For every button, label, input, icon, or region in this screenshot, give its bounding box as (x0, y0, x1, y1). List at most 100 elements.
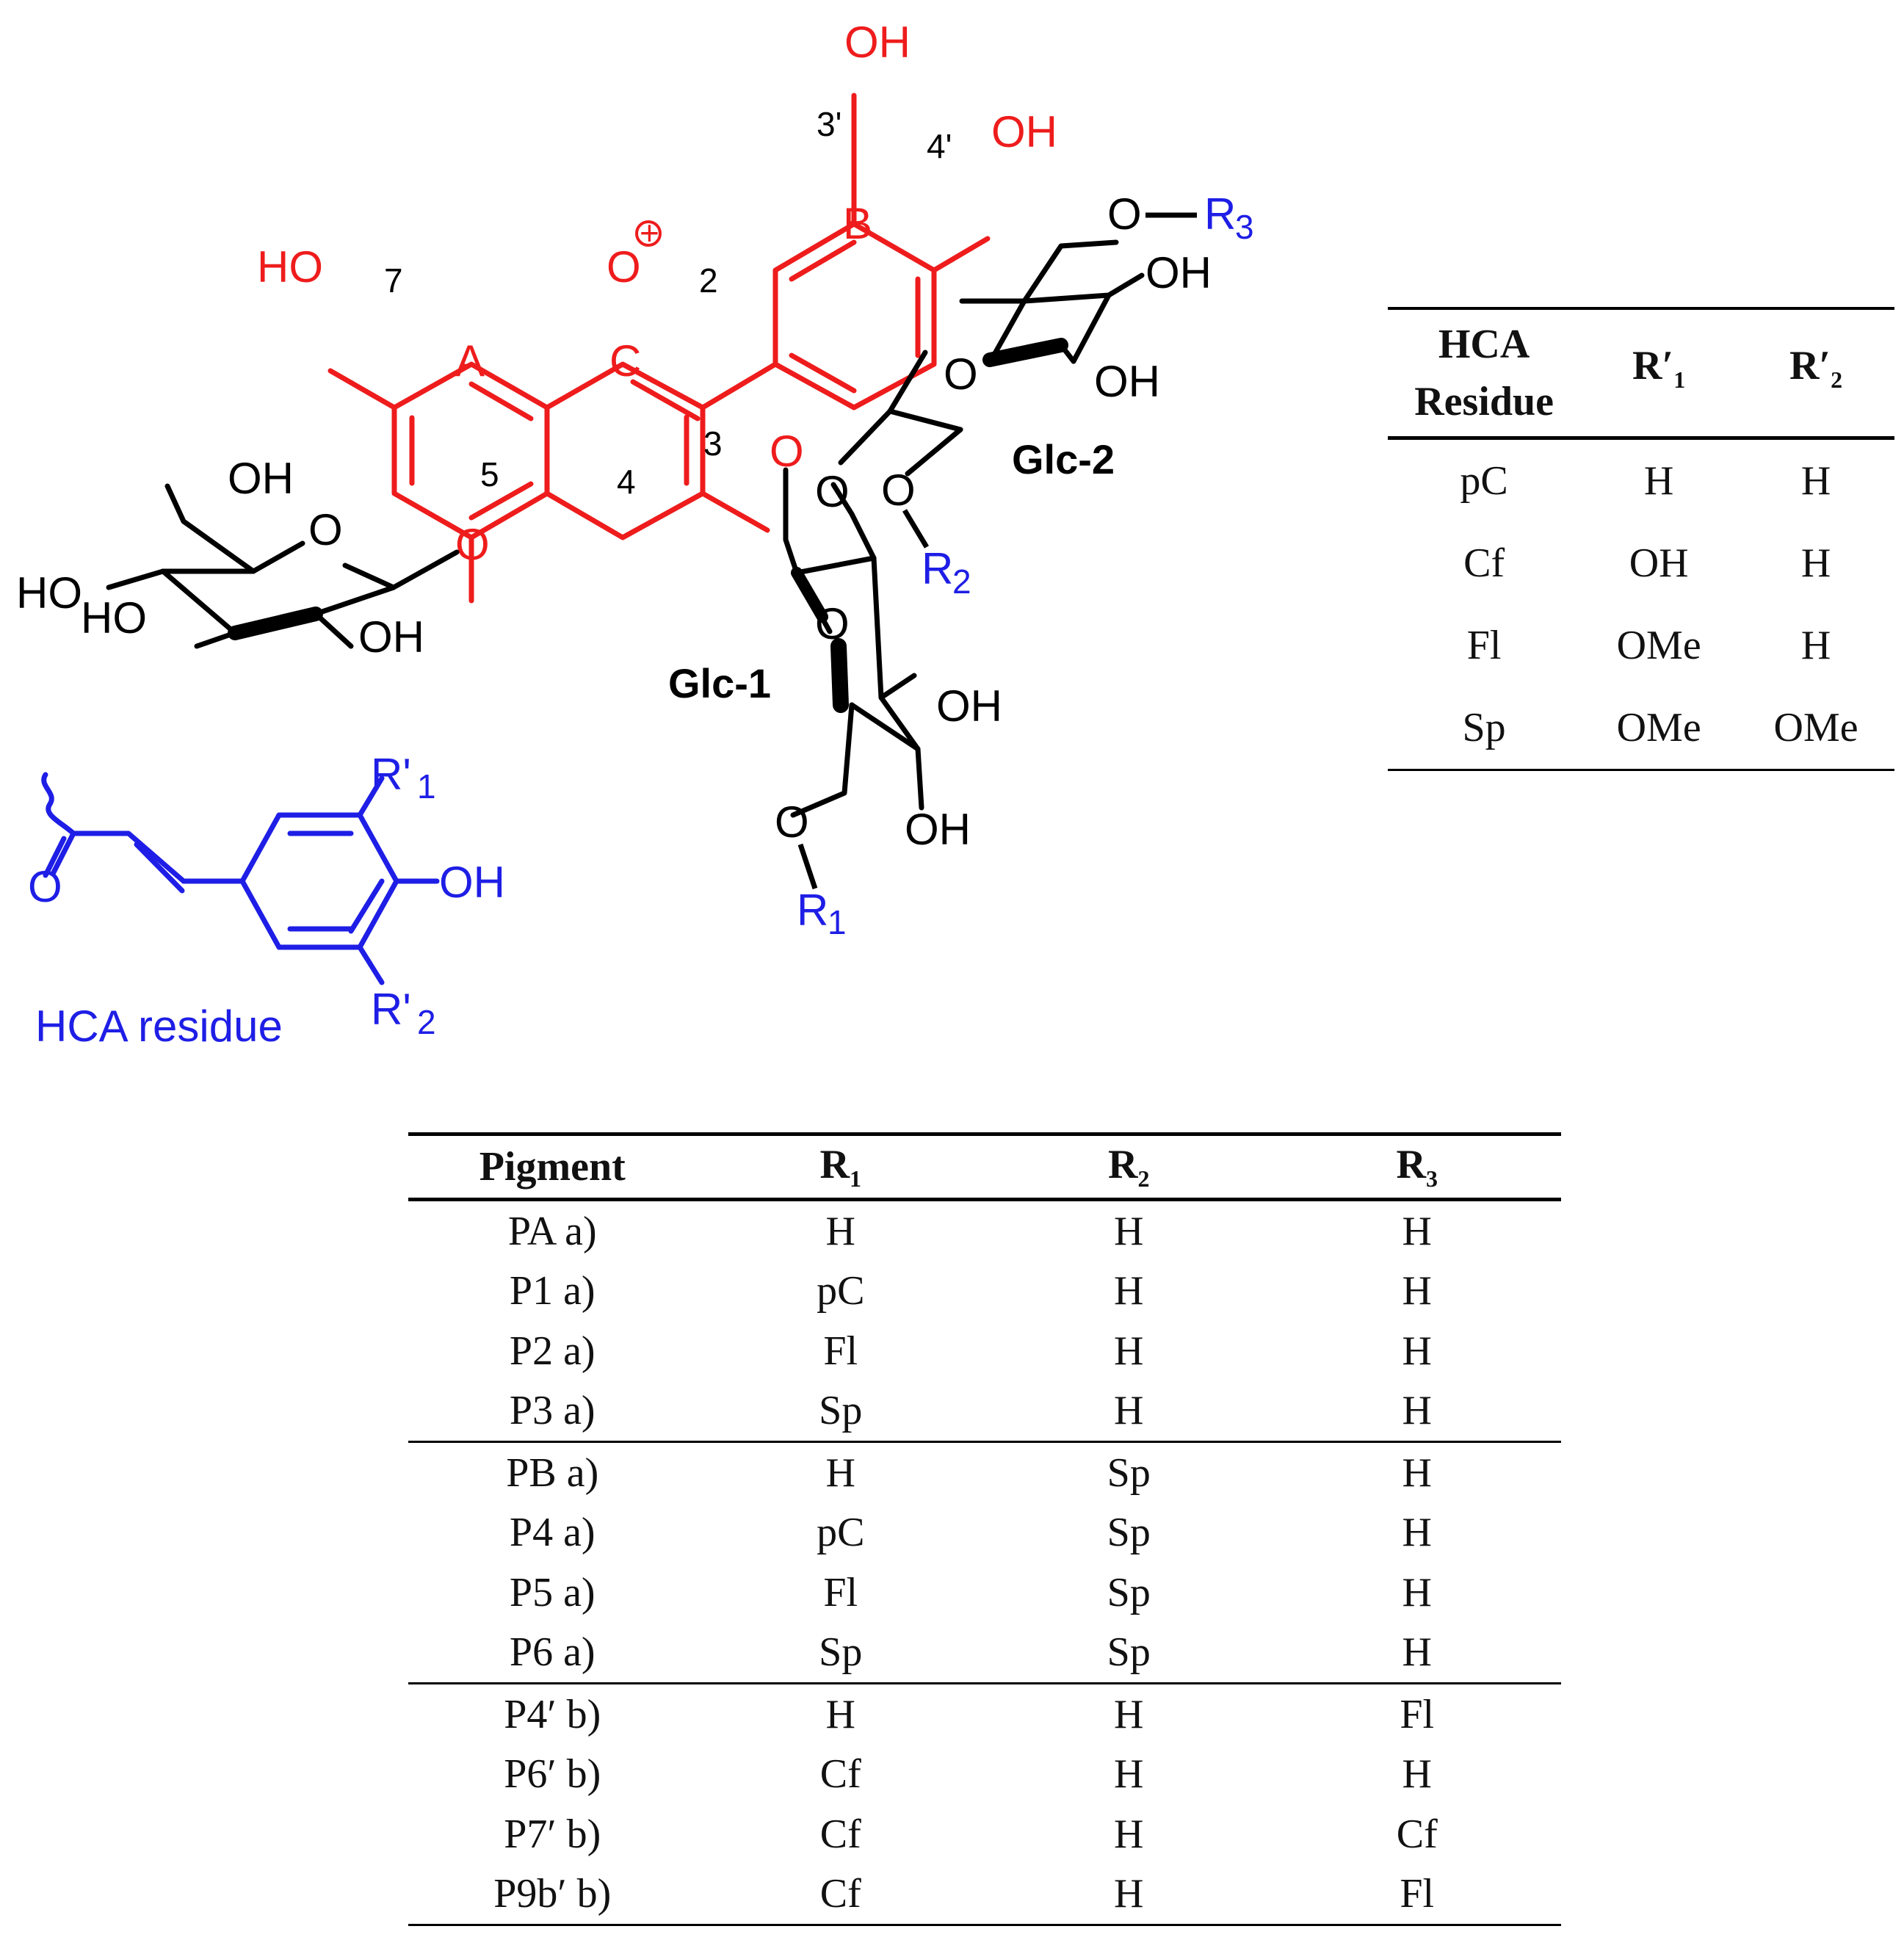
table-row: P5 a) Fl Sp H (408, 1563, 1561, 1623)
r3-cell: H (1402, 1208, 1432, 1254)
r1-cell: H (825, 1691, 855, 1737)
hca-r1-cell: OMe (1616, 705, 1701, 750)
hca-col-r1-header: R′1 (1580, 308, 1738, 440)
glc2-r2-sub: 2 (952, 562, 971, 601)
r2-cell: Sp (1107, 1510, 1151, 1556)
pigment-cell: P6 a) (408, 1622, 697, 1684)
hca-r1-cell: OMe (1616, 623, 1701, 668)
pigment-table-header-row: Pigment R1 R2 R3 (408, 1134, 1561, 1201)
ring-b-label: B (843, 199, 872, 248)
table-row: Cf OH H (1388, 522, 1894, 604)
glc1-name-label: Glc-1 (668, 660, 771, 706)
r3-cell: H (1402, 1268, 1432, 1314)
r2-cell: Sp (1107, 1569, 1151, 1615)
pigment-cell: P7′ b) (504, 1811, 601, 1857)
glc2-sugar (838, 239, 1145, 477)
r3-col-header: R3 (1273, 1134, 1561, 1201)
glc1-sugar (783, 467, 924, 818)
r2-cell: Sp (1107, 1449, 1151, 1496)
hca-labels: R' 1 OH O R' 2 HCA residue (28, 750, 505, 1051)
table-row: P6 a) Sp Sp H (408, 1622, 1561, 1684)
r3-cell: H (1273, 1622, 1561, 1684)
glc2-oh-3-label: OH (1094, 357, 1160, 406)
table-row: P9b′ b) Cf H Fl (408, 1864, 1561, 1925)
r2-col-header: R2 (985, 1134, 1273, 1201)
glc2-name-label: Glc-2 (1012, 436, 1115, 482)
r2-cell: H (985, 1380, 1273, 1443)
r3-cell: H (1402, 1569, 1432, 1615)
ring-a-label: A (455, 336, 485, 386)
pigment-cell: P5 a) (509, 1569, 596, 1615)
hca-r2-cell: H (1800, 540, 1831, 586)
hca-col-residue-header: HCA Residue (1388, 308, 1581, 440)
r3-cell: Cf (1396, 1811, 1438, 1857)
r1-cell: pC (817, 1510, 865, 1556)
flavylium-core (327, 93, 991, 604)
glc2-r2-label: R (922, 544, 953, 593)
table-row: P1 a) pC H H (408, 1262, 1561, 1322)
table-row: Sp OMe OMe (1388, 687, 1894, 770)
hca-residue-structure (41, 772, 440, 985)
pigment-table: Pigment R1 R2 R3 PA a) H H H P1 a) pC H … (408, 1132, 1561, 1926)
r3-cell: H (1402, 1449, 1432, 1496)
r3-cell: Fl (1400, 1691, 1435, 1737)
core-labels: OH OH 3' 4' B A C HO 7 O + 2 3 4 5 O O (257, 18, 1057, 569)
table-row: PB a) H Sp H (408, 1442, 1561, 1503)
pigment-cell: P4 a) (509, 1510, 596, 1556)
glc1-oh-4-label: OH (905, 805, 971, 854)
hca-r1-cell: OH (1629, 540, 1689, 586)
hca-r1p-sub: 1 (417, 767, 436, 806)
hca-r2-cell: OMe (1773, 705, 1858, 750)
hca-r1-cell: H (1643, 458, 1674, 504)
hca-r2p-sub: 2 (417, 1003, 436, 1041)
r2-cell: H (1114, 1691, 1144, 1737)
r2-cell: H (1114, 1871, 1144, 1917)
r1-cell: pC (817, 1268, 865, 1314)
pos-5-label: 5 (480, 455, 499, 493)
r1-cell: H (825, 1449, 855, 1496)
r1-cell: Fl (823, 1569, 858, 1615)
glc1-r1-sub: 1 (828, 903, 847, 941)
table-row: P2 a) Fl H H (408, 1321, 1561, 1381)
oh-top-label: OH (844, 18, 911, 67)
hca-r1p-label: R' (371, 750, 411, 799)
glc5-oh-ch2-label: OH (228, 454, 294, 503)
r2-cell: H (1114, 1268, 1144, 1314)
glucose-5-sugar (106, 483, 460, 649)
glc2-o-6-label: O (1107, 189, 1142, 239)
hca-residue-cell: pC (1460, 458, 1508, 504)
pigment-cell: P9b′ b) (493, 1871, 612, 1917)
pos-7-label: 7 (384, 261, 403, 300)
positive-charge-icon (635, 220, 662, 247)
glc1-o-ring-label: O (815, 599, 850, 648)
r1-cell: Cf (819, 1811, 861, 1857)
glc2-labels: Glc-2 O OH OH O R 3 O R 2 (881, 189, 1254, 601)
r1-cell: Cf (819, 1871, 861, 1917)
pigment-cell: P6′ b) (504, 1751, 601, 1798)
pigment-cell: P3 a) (408, 1380, 697, 1443)
r3-cell: H (1402, 1510, 1432, 1556)
glc1-o-6-label: O (775, 797, 809, 847)
pos-3p-label: 3' (817, 105, 841, 143)
r3-cell: H (1402, 1328, 1432, 1374)
hca-residue-cell: Sp (1462, 705, 1506, 750)
r2-cell: H (1114, 1751, 1144, 1798)
table-row: pC H H (1388, 438, 1894, 523)
o-5-label: O (455, 520, 490, 569)
pigment-cell: P2 a) (509, 1328, 596, 1374)
hca-o-label: O (28, 862, 62, 911)
hca-table-header-row: HCA Residue R′1 R′2 (1388, 308, 1894, 440)
hca-oh-label: OH (439, 858, 505, 907)
r3-cell: H (1402, 1751, 1432, 1798)
r1-cell: Fl (823, 1328, 858, 1374)
table-row: P4 a) pC Sp H (408, 1503, 1561, 1563)
pigment-cell: P4′ b) (504, 1691, 601, 1737)
hca-r2-cell: H (1800, 458, 1831, 504)
table-row: P3 a) Sp H H (408, 1380, 1561, 1443)
anthocyanin-structure: OH OH 3' 4' B A C HO 7 O + 2 3 4 5 O O O… (16, 18, 1254, 1051)
glc5-ho-4-label: HO (16, 568, 82, 618)
o-plus-label: O (607, 242, 641, 292)
table-row: PA a) H H H (408, 1200, 1561, 1262)
table-row: P4′ b) H H Fl (408, 1684, 1561, 1745)
hca-residue-cell: Fl (1466, 623, 1502, 668)
